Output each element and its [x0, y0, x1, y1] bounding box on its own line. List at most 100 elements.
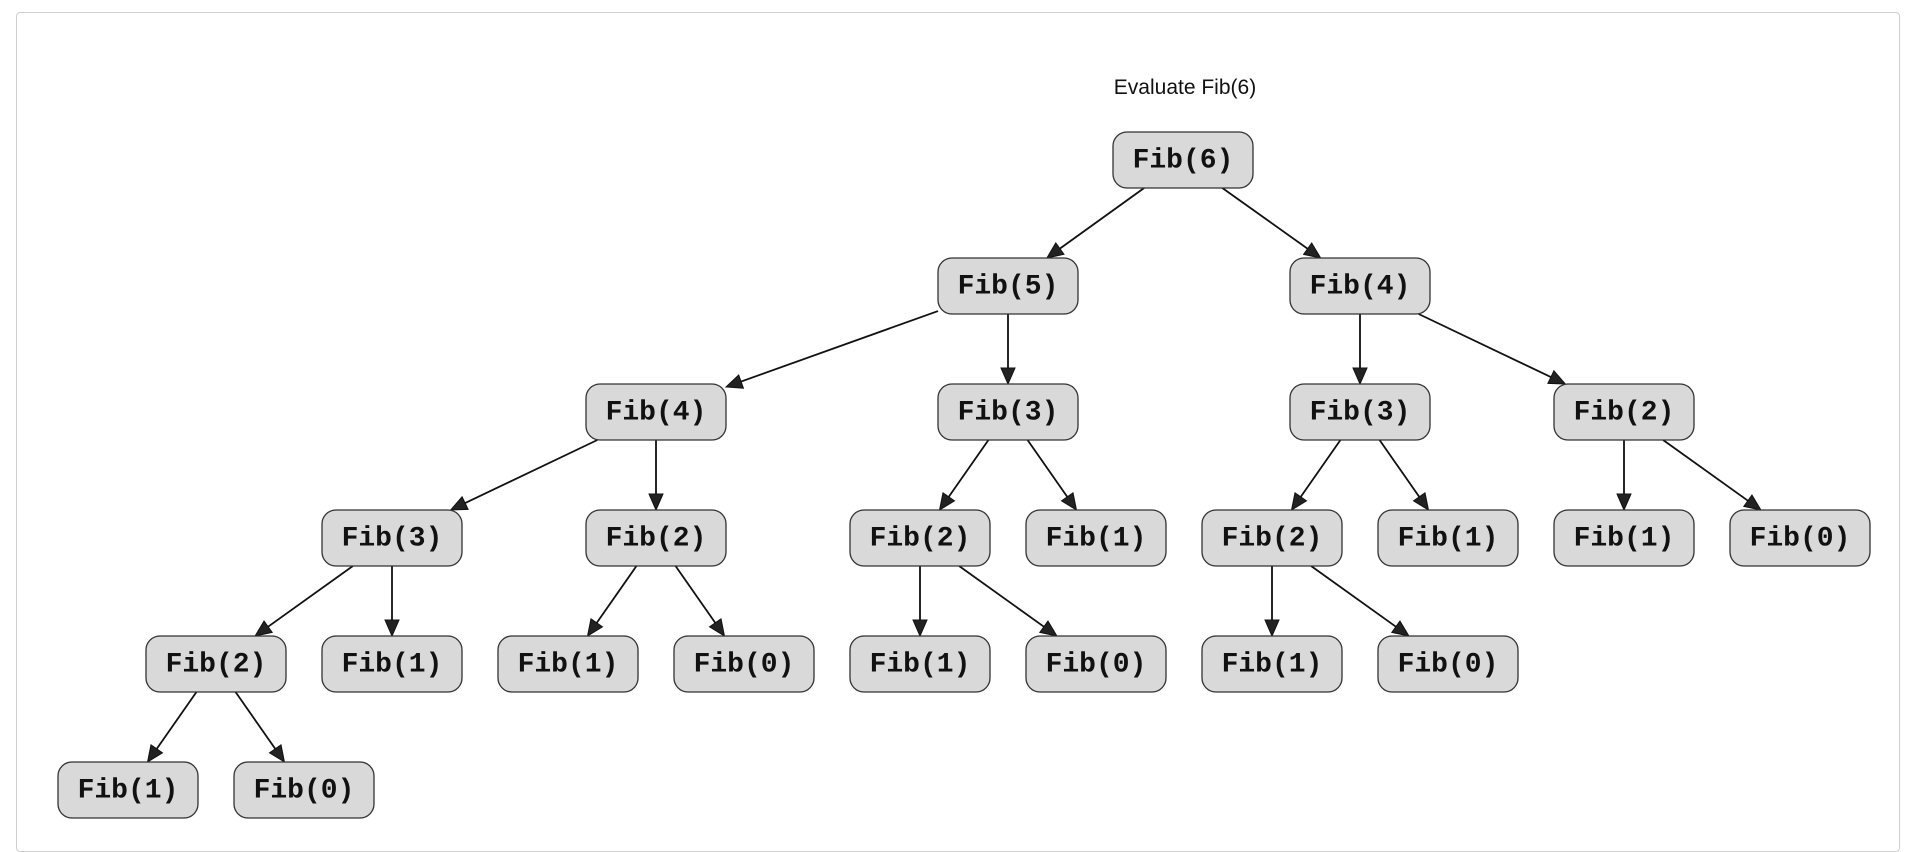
tree-node-n8: Fib(2) [585, 509, 727, 567]
tree-node-n12: Fib(1) [1377, 509, 1519, 567]
arrowhead-n9-n20 [1038, 620, 1058, 637]
node-box [1201, 635, 1343, 693]
node-label: Fib(1) [1574, 524, 1675, 555]
arrowhead-n5-n11 [1290, 492, 1308, 512]
tree-node-n17: Fib(1) [497, 635, 639, 693]
arrowhead-n1-n4 [1000, 367, 1016, 386]
node-label: Fib(3) [1310, 398, 1411, 429]
arrowhead-n11-n22 [1390, 620, 1410, 637]
node-box [937, 383, 1079, 441]
arrowhead-n8-n17 [586, 618, 604, 638]
arrowhead-n7-n16 [384, 619, 400, 638]
node-label: Fib(1) [518, 650, 619, 681]
node-box [585, 509, 727, 567]
arrowhead-n15-n24 [268, 744, 286, 764]
node-label: Fib(1) [870, 650, 971, 681]
edge-n0-n2 [1221, 187, 1309, 250]
arrowhead-n0-n1 [1045, 242, 1065, 259]
node-box [233, 761, 375, 819]
arrowhead-n1-n3 [724, 374, 745, 389]
arrowhead-n0-n2 [1302, 242, 1322, 259]
edge-n7-n15 [267, 565, 354, 628]
edge-n0-n1 [1059, 187, 1145, 250]
tree-node-n16: Fib(1) [321, 635, 463, 693]
tree-node-n15: Fib(2) [145, 635, 287, 693]
tree-node-n13: Fib(1) [1553, 509, 1695, 567]
node-label: Fib(2) [1222, 524, 1323, 555]
edge-n15-n23 [155, 691, 198, 750]
edge-n2-n6 [1418, 313, 1552, 378]
tree-node-n3: Fib(4) [585, 383, 727, 441]
node-label: Fib(1) [1398, 524, 1499, 555]
node-label: Fib(3) [958, 398, 1059, 429]
tree-node-n4: Fib(3) [937, 383, 1079, 441]
node-box [673, 635, 815, 693]
tree-node-n0: Fib(6) [1112, 131, 1254, 189]
node-box [1112, 131, 1254, 189]
tree-node-n1: Fib(5) [937, 257, 1079, 315]
edge-n8-n18 [674, 565, 717, 624]
node-label: Fib(2) [166, 650, 267, 681]
arrowhead-n7-n15 [254, 620, 274, 637]
edge-n1-n3 [740, 310, 939, 383]
arrowhead-n5-n12 [1412, 492, 1430, 512]
edge-n5-n11 [1299, 439, 1342, 498]
arrowhead-n9-n19 [912, 619, 928, 638]
tree-node-n7: Fib(3) [321, 509, 463, 567]
edge-n4-n10 [1026, 439, 1069, 498]
arrowhead-n15-n23 [146, 744, 164, 764]
arrowhead-n2-n6 [1547, 369, 1567, 385]
arrowhead-n11-n21 [1264, 619, 1280, 638]
node-box [145, 635, 287, 693]
edge-n9-n20 [958, 565, 1045, 628]
node-label: Fib(2) [870, 524, 971, 555]
node-label: Fib(0) [694, 650, 795, 681]
node-box [1729, 509, 1871, 567]
node-box [1025, 509, 1167, 567]
tree-node-n21: Fib(1) [1201, 635, 1343, 693]
diagram-title: Evaluate Fib(6) [1113, 76, 1257, 99]
node-label: Fib(0) [1046, 650, 1147, 681]
arrowhead-n4-n9 [938, 492, 956, 512]
tree-node-n14: Fib(0) [1729, 509, 1871, 567]
tree-node-n6: Fib(2) [1553, 383, 1695, 441]
node-box [1553, 383, 1695, 441]
tree-node-n22: Fib(0) [1377, 635, 1519, 693]
arrowhead-n3-n8 [648, 493, 664, 512]
edge-n5-n12 [1378, 439, 1421, 498]
node-box [497, 635, 639, 693]
nodes-layer: Fib(6) Fib(5) Fib(4) Fib(4) Fib(3) Fib(3) Fib(… [57, 131, 1871, 819]
node-box [321, 635, 463, 693]
edge-n4-n9 [947, 439, 990, 498]
node-label: Fib(1) [342, 650, 443, 681]
node-label: Fib(0) [1398, 650, 1499, 681]
node-box [585, 383, 727, 441]
node-box [1289, 257, 1431, 315]
node-label: Fib(2) [606, 524, 707, 555]
node-box [849, 635, 991, 693]
node-label: Fib(1) [78, 776, 179, 807]
node-label: Fib(5) [958, 272, 1059, 303]
arrowhead-n6-n13 [1616, 493, 1632, 512]
tree-node-n10: Fib(1) [1025, 509, 1167, 567]
tree-node-n19: Fib(1) [849, 635, 991, 693]
tree-node-n20: Fib(0) [1025, 635, 1167, 693]
node-box [57, 761, 199, 819]
arrowhead-n3-n7 [449, 495, 469, 511]
arrowhead-n4-n10 [1060, 492, 1078, 512]
tree-node-n9: Fib(2) [849, 509, 991, 567]
node-label: Fib(3) [342, 524, 443, 555]
node-box [1377, 635, 1519, 693]
node-box [1289, 383, 1431, 441]
tree-node-n5: Fib(3) [1289, 383, 1431, 441]
tree-node-n2: Fib(4) [1289, 257, 1431, 315]
edge-n6-n14 [1662, 439, 1749, 502]
node-box [1025, 635, 1167, 693]
node-label: Fib(1) [1046, 524, 1147, 555]
arrowhead-n6-n14 [1742, 494, 1762, 511]
node-box [1553, 509, 1695, 567]
node-box [1201, 509, 1343, 567]
edge-n11-n22 [1310, 565, 1397, 628]
node-label: Fib(6) [1133, 146, 1234, 177]
